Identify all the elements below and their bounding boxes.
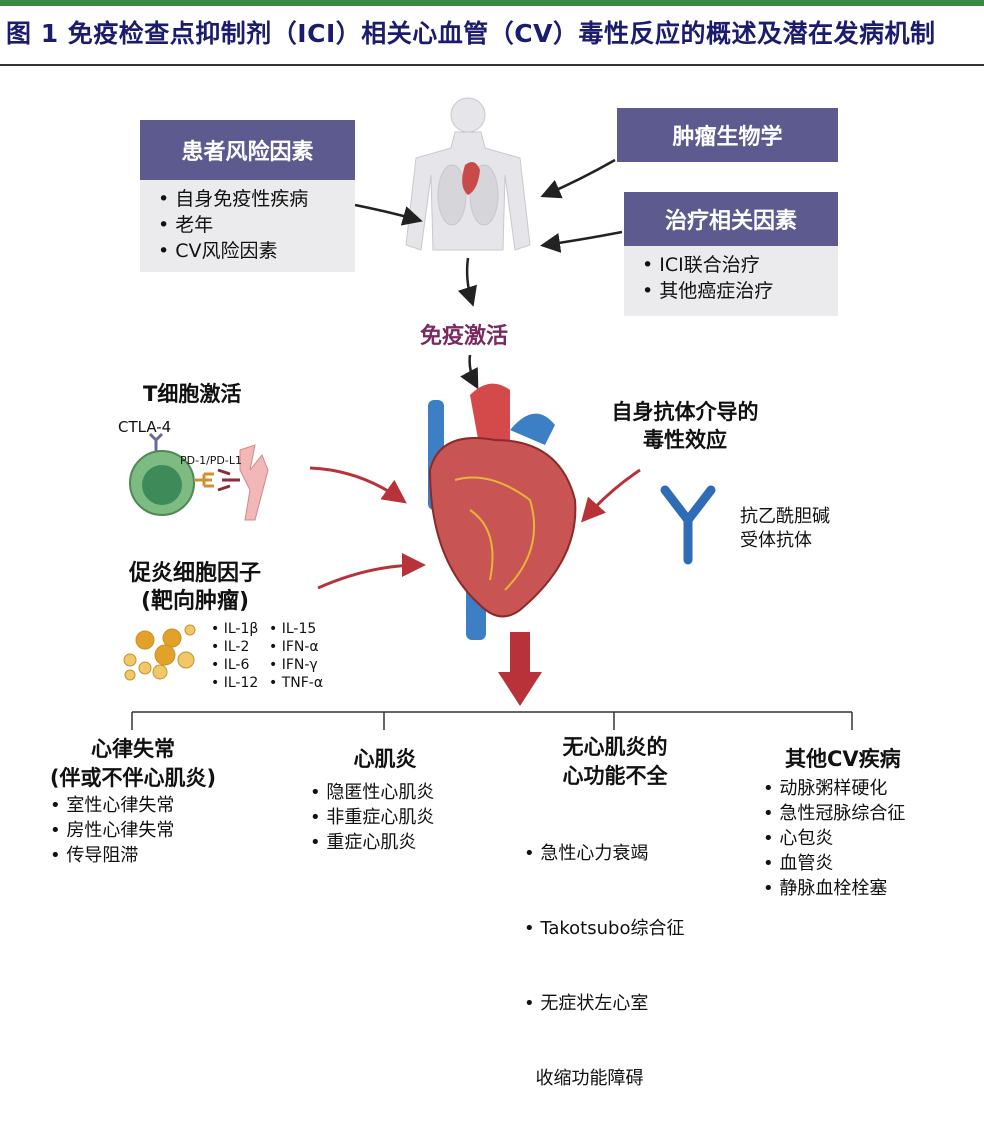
list-item: 收缩功能障碍 [524,1068,644,1089]
outcome-other-cv: 其他CV疾病 • 动脉粥样硬化 • 急性冠脉综合征 • 心包炎 • 血管炎 • … [755,745,955,901]
list-item: • IL-6 [211,657,250,673]
human-body-icon [405,97,531,251]
t-cell-icon [129,432,240,516]
figure-title: 图 1 免疫检查点抑制剂（ICI）相关心血管（CV）毒性反应的概述及潜在发病机制 [6,19,936,48]
cytokine-title-line: 促炎细胞因子 [128,561,261,586]
arrow-body-to-activation [457,257,477,307]
arrow-activation-to-heart [460,354,479,390]
list-item: • 自身免疫性疾病 [158,188,309,210]
ctla4-label: CTLA-4 [118,418,172,436]
immune-activation-label: 免疫激活 [420,324,509,349]
list-item: • IFN-α [269,639,319,655]
arrow-treatment-to-body [540,230,623,253]
arrow-cytokine-to-heart [317,553,426,590]
patient-risk-header: 患者风险因素 [140,120,355,180]
list-item: • 动脉粥样硬化 [763,778,888,799]
pd1-label: PD-1/PD-L1 [180,454,242,467]
outcome-title: 无心肌炎的 [562,735,668,759]
autoantibody-title-line: 自身抗体介导的 [611,400,759,424]
list-item: • 重症心肌炎 [310,832,417,853]
outcome-title: 心律失常 [91,737,175,761]
patient-risk-list: • 自身免疫性疾病 • 老年 • CV风险因素 [140,180,355,272]
tumor-biology-header: 肿瘤生物学 [617,108,838,162]
list-item: • 其他癌症治疗 [642,280,774,302]
outcome-arrhythmia: 心律失常 (伴或不伴心肌炎) • 室性心律失常 • 房性心律失常 • 传导阻滞 [28,735,238,868]
outcome-title: 心功能不全 [562,764,668,788]
antibody-label: 抗乙酰胆碱 受体抗体 [740,505,830,553]
cytokine-title-line: (靶向肿瘤) [140,589,250,614]
list-item: • IL-12 [211,675,259,691]
list-item: • IL-2 [211,639,250,655]
cytokine-list-1: • IL-1β • IL-2 • IL-6 • IL-12 [211,620,258,692]
list-item: • 无症状左心室 [524,993,649,1014]
list-item: • 隐匿性心肌炎 [310,782,435,803]
tumor-cell-icon [239,444,269,521]
treatment-list: • ICI联合治疗 • 其他癌症治疗 [624,246,838,316]
outcome-title: 其他CV疾病 [785,747,901,771]
list-item: • 血管炎 [763,853,834,874]
autoantibody-title-line: 毒性效应 [643,428,727,452]
outcome-cardiac-dysfunction: 无心肌炎的 心功能不全 • 急性心力衰竭 • Takotsubo综合征 • 无症… [520,733,710,1141]
arrow-patient-to-body [354,203,423,226]
antibody-label-line: 受体抗体 [740,530,812,551]
arrow-tcell-to-heart [309,466,407,504]
cytokine-particles-icon [123,624,196,681]
heart-icon [428,383,577,640]
list-item: • 静脉血栓栓塞 [763,878,888,899]
list-item: • 急性心力衰竭 [524,843,649,864]
list-item: • 非重症心肌炎 [310,807,435,828]
list-item: • ICI联合治疗 [642,254,760,276]
list-item: • Takotsubo综合征 [524,918,685,939]
branch-connector [131,711,853,730]
arrow-antibody-to-heart [581,468,641,523]
list-item: • 急性冠脉综合征 [763,803,906,824]
antibody-icon [660,485,716,565]
outcome-myocarditis: 心肌炎 • 隐匿性心肌炎 • 非重症心肌炎 • 重症心肌炎 [300,745,470,855]
tcell-title: T细胞激活 [143,382,242,406]
list-item: • CV风险因素 [158,240,278,262]
top-accent-bar [0,0,984,6]
arrow-tumor-to-body [540,158,616,199]
diagram-graphics [123,97,853,730]
antibody-label-line: 抗乙酰胆碱 [740,506,830,527]
cytokine-title: 促炎细胞因子 (靶向肿瘤) [115,560,275,616]
list-item: • 心包炎 [763,828,834,849]
down-arrow-icon [498,632,542,706]
outcome-title: 心肌炎 [353,747,417,771]
list-item: • IFN-γ [269,657,318,673]
treatment-header: 治疗相关因素 [624,192,838,246]
list-item: • 房性心律失常 [50,820,175,841]
autoantibody-title: 自身抗体介导的 毒性效应 [590,398,780,454]
cytokine-list-2: • IL-15 • IFN-α • IFN-γ • TNF-α [269,620,323,692]
title-divider [0,64,984,66]
list-item: • IL-1β [211,621,259,637]
list-item: • TNF-α [269,675,324,691]
outcome-title: (伴或不伴心肌炎) [49,766,217,790]
list-item: • 传导阻滞 [50,845,139,866]
list-item: • IL-15 [269,621,317,637]
list-item: • 老年 [158,214,214,236]
list-item: • 室性心律失常 [50,795,175,816]
